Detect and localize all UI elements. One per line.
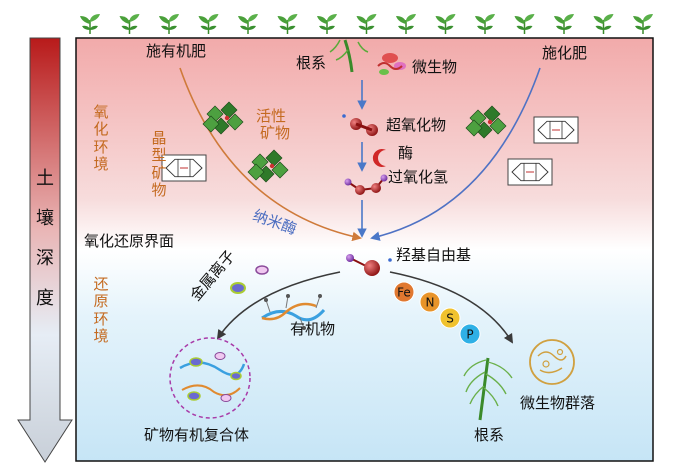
hydrogen-peroxide-label: 过氧化氢 (388, 168, 449, 186)
sprout-icon (238, 14, 258, 34)
element-s: S (439, 307, 461, 329)
element-symbol: S (446, 312, 454, 326)
chem-fertilizer-arrow (370, 67, 541, 241)
element-p: P (459, 323, 481, 345)
organic-matter-chain (261, 294, 326, 330)
sprout-icon (554, 14, 574, 34)
char: 土 (36, 168, 54, 189)
active-minerals-label: 活性矿物 (256, 107, 291, 143)
arrow-to-complex (216, 271, 341, 340)
hydrogen-peroxide-molecule (344, 174, 388, 195)
hydroxyl-radical-molecule (346, 254, 392, 276)
reducing-zone-label: 还原环境 (92, 275, 110, 345)
soil-depth-label: 土壤深度 (35, 170, 55, 330)
root-bottom-label: 根系 (474, 426, 505, 444)
sprout-icon (475, 14, 495, 34)
oxidizing-zone-label: 氧化环境 (92, 103, 110, 173)
interface-zone-label: 氧化还原界面 (84, 232, 175, 250)
char: 晶 (151, 129, 167, 147)
sprout-icon (317, 14, 337, 34)
enzyme-label: 酶 (398, 144, 414, 162)
sprout-icon (396, 14, 416, 34)
organic-matter-label: 有机物 (290, 320, 336, 338)
char: 壤 (36, 208, 54, 229)
sprout-icon (435, 14, 456, 34)
sprout-icon (119, 14, 140, 34)
mineral-organic-complex-label: 矿物有机复合体 (144, 426, 250, 444)
organic-fertilizer-label: 施有机肥 (146, 42, 207, 60)
root-top-icon (329, 39, 369, 73)
char: 矿 (151, 163, 167, 182)
sprout-icon (159, 14, 179, 34)
char: 境 (93, 154, 109, 173)
char: 深 (36, 248, 54, 269)
crystal-cluster (465, 105, 507, 139)
arrow-to-community (389, 271, 514, 344)
active-minerals-line-1: 活性 (256, 107, 287, 125)
sprout-icon (514, 14, 535, 34)
element-symbol: P (466, 328, 473, 342)
root-top-label: 根系 (296, 54, 327, 72)
element-fe: Fe (393, 281, 415, 303)
char: 环 (93, 137, 109, 156)
char: 境 (93, 326, 109, 345)
sprout-icon (198, 14, 219, 34)
sprout-icon (633, 14, 653, 34)
element-n: N (419, 291, 441, 313)
char: 氧 (93, 103, 109, 121)
metal-ion-particles (230, 265, 269, 294)
crystalline-mineral-icons (161, 116, 579, 186)
crystalline-minerals-label: 晶型矿物 (150, 129, 168, 199)
char: 化 (93, 120, 109, 139)
microbe-icon (377, 53, 406, 75)
char: 原 (93, 292, 109, 311)
root-bottom-icon (463, 357, 513, 421)
element-symbol: N (426, 296, 435, 310)
crystal-lattice-card (533, 116, 579, 144)
enzyme-icon (372, 149, 386, 167)
crystal-cluster (247, 149, 289, 183)
soil-depth-chars: 土壤深度 (35, 170, 55, 308)
microbes-label: 微生物 (412, 58, 458, 76)
microbial-community-label: 微生物群落 (520, 394, 596, 412)
crystal-cluster (202, 101, 244, 135)
char: 还 (93, 275, 109, 293)
sprout-icon (356, 14, 377, 34)
organic-fertilizer-arrow (179, 67, 362, 242)
char: 度 (36, 288, 54, 309)
crystal-lattice-card (507, 158, 553, 186)
superoxide-molecule (342, 114, 378, 136)
plant-row (80, 14, 653, 34)
sprout-icon (277, 14, 298, 34)
crystal-lattice-card (161, 154, 207, 182)
char: 环 (93, 309, 109, 328)
sprout-icon (80, 14, 100, 34)
microbial-community-icon (529, 339, 575, 385)
chem-fertilizer-label: 施化肥 (542, 44, 588, 62)
char: 物 (151, 180, 167, 199)
mineral-organic-complex-icon (169, 337, 251, 419)
sprout-icon (593, 14, 614, 34)
char: 型 (151, 146, 167, 165)
active-minerals-line-2: 矿物 (260, 124, 291, 143)
active-mineral-crystals (202, 101, 507, 183)
hydroxyl-radical-label: 羟基自由基 (396, 246, 472, 264)
soil-depth-arrow (17, 37, 73, 463)
element-symbol: Fe (397, 286, 411, 300)
superoxide-label: 超氧化物 (386, 116, 447, 134)
